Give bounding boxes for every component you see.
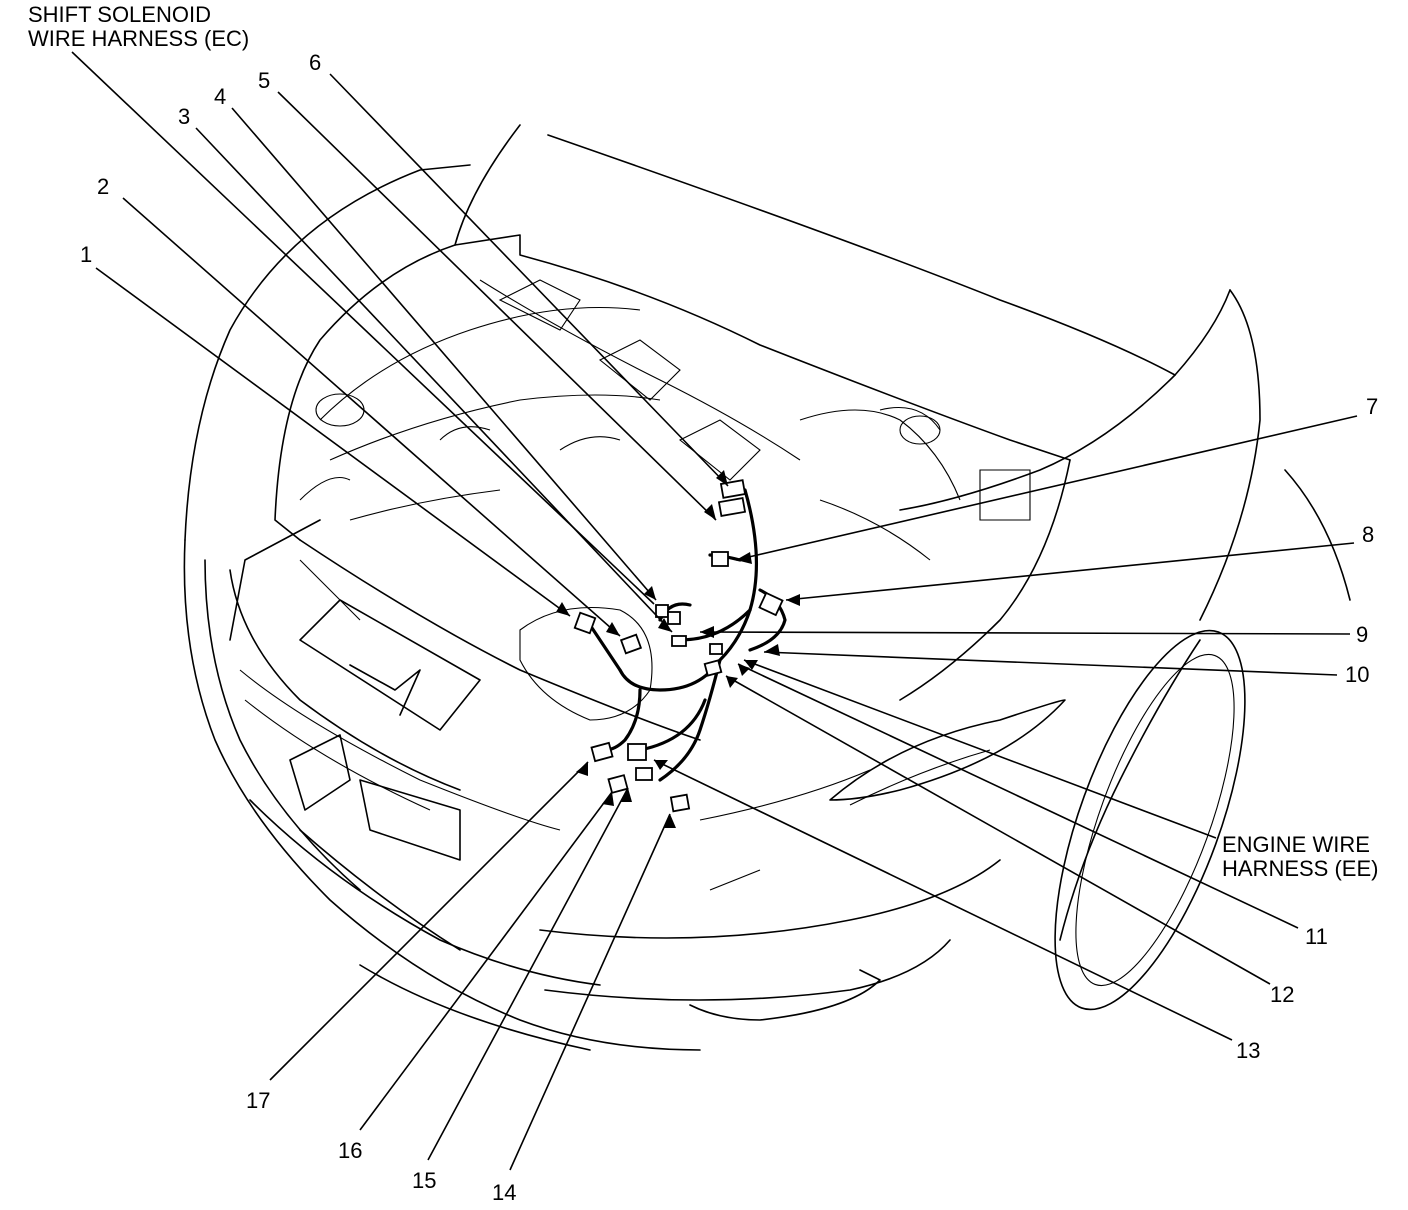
connector-10 [709,643,723,655]
callout-15: 15 [412,1168,436,1193]
connector-12 [703,659,723,677]
connector-16 [607,774,629,794]
callout-9: 9 [1356,622,1368,647]
callout-11: 11 [1305,924,1328,949]
callout-12: 12 [1270,982,1294,1007]
callout-17: 17 [246,1088,270,1113]
callout-14: 14 [492,1180,516,1205]
shift-solenoid-label-line1: SHIFT SOLENOID [28,2,211,27]
connector-3 [671,635,687,647]
engine-wire-label-line2: HARNESS (EE) [1222,856,1378,881]
connector-8 [758,591,784,617]
connector-17 [590,741,614,763]
callout-8: 8 [1362,522,1374,547]
callout-13: 13 [1236,1038,1260,1063]
callout-3: 3 [178,104,190,129]
callout-6: 6 [309,50,321,75]
connector-2 [619,633,643,655]
connector-14 [669,793,691,813]
connectors [573,479,784,813]
callout-10: 10 [1345,662,1369,687]
connector-4a [655,604,669,618]
callout-7: 7 [1366,394,1378,419]
leader-lines [71,51,1358,1171]
callout-4: 4 [214,84,226,109]
engine-wire-label-line1: ENGINE WIRE [1222,832,1370,857]
arrowheads [556,470,800,828]
text-labels: SHIFT SOLENOID WIRE HARNESS (EC) ENGINE … [28,2,1378,1205]
callout-2: 2 [97,174,109,199]
connector-4b [667,611,681,625]
shift-solenoid-label-line2: WIRE HARNESS (EC) [28,26,249,51]
car-body [183,124,1351,1051]
connector-1 [573,611,597,635]
connector-15 [635,767,653,781]
connector-5 [717,496,747,518]
callout-16: 16 [338,1138,362,1163]
connector-7 [711,551,729,567]
connector-13 [627,743,647,761]
callout-5: 5 [258,68,270,93]
callout-1: 1 [80,242,92,267]
